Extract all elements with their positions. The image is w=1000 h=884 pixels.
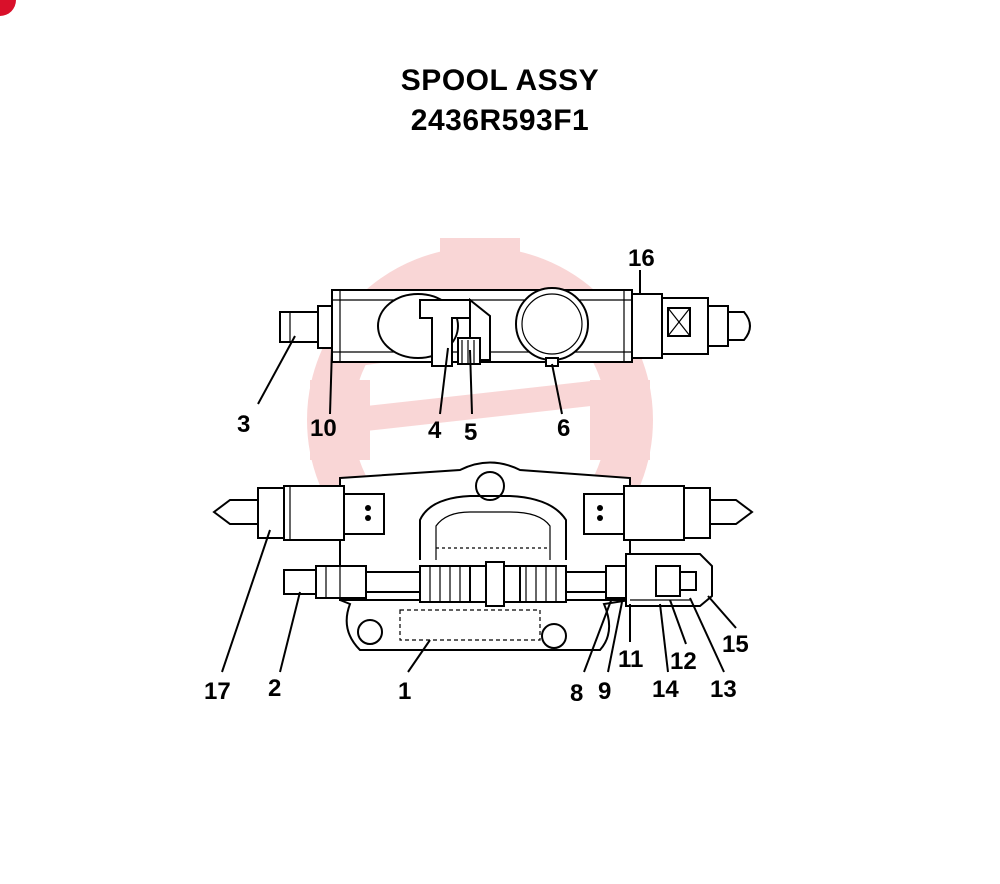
- bottom-view: [212, 461, 754, 651]
- callout-13: 13: [710, 676, 737, 703]
- top-view: [279, 287, 751, 367]
- diagram-title: SPOOL ASSY: [400, 64, 600, 97]
- callout-3: 3: [237, 411, 250, 438]
- callout-5: 5: [464, 419, 477, 446]
- corner-badge: [0, 0, 16, 16]
- callout-10: 10: [310, 415, 337, 442]
- callout-6: 6: [557, 415, 570, 442]
- callout-2: 2: [268, 675, 281, 702]
- callout-1: 1: [398, 678, 411, 705]
- callout-9: 9: [598, 678, 611, 705]
- callout-14: 14: [652, 676, 679, 703]
- callout-15: 15: [722, 631, 749, 658]
- callout-17: 17: [204, 678, 231, 705]
- callout-11: 11: [618, 646, 643, 673]
- callout-12: 12: [670, 648, 697, 675]
- callout-4: 4: [428, 417, 442, 444]
- part-number: 2436R593F1: [410, 104, 590, 137]
- leader-lines: [221, 270, 737, 673]
- callout-16: 16: [628, 245, 655, 272]
- callout-8: 8: [570, 680, 583, 707]
